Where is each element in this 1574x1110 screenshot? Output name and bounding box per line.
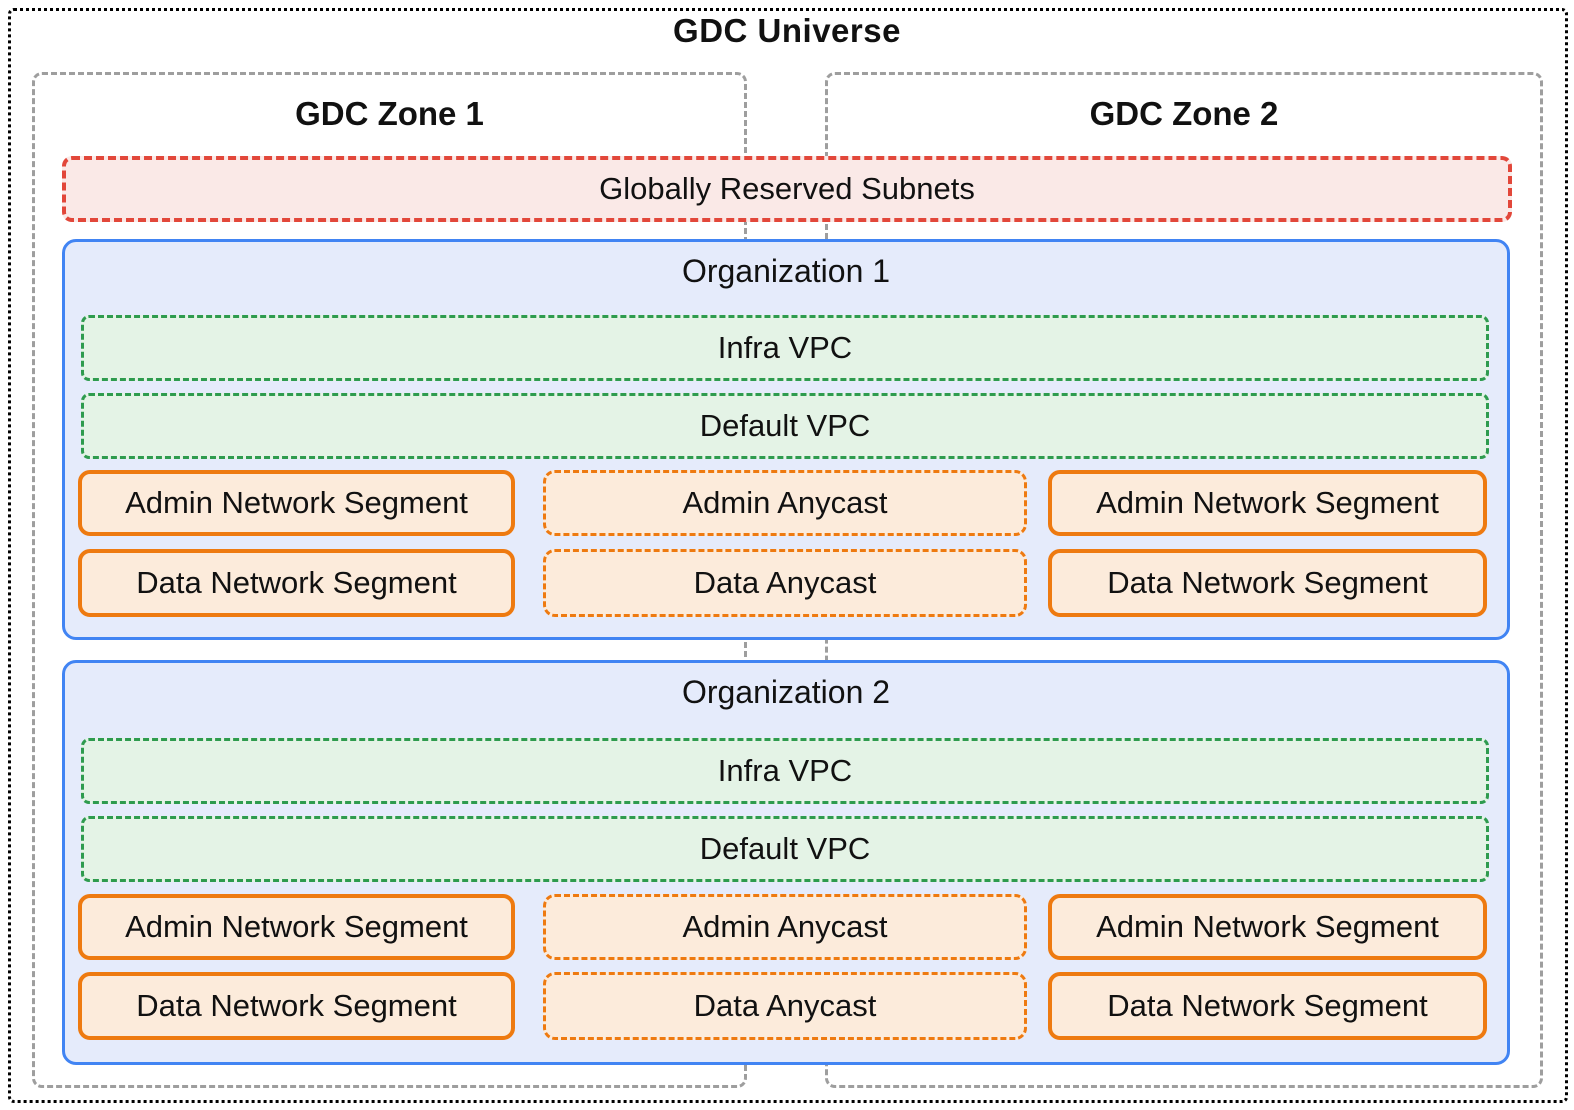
globally-reserved-subnets-label: Globally Reserved Subnets (599, 171, 975, 206)
org2-zone2-admin-network-segment-box: Admin Network Segment (1048, 894, 1487, 960)
organization-1-container: Organization 1 Infra VPC Default VPC Adm… (62, 239, 1510, 640)
org1-admin-anycast-label: Admin Anycast (682, 485, 888, 520)
org2-data-anycast-box: Data Anycast (543, 972, 1027, 1040)
organization-2-container: Organization 2 Infra VPC Default VPC Adm… (62, 660, 1510, 1065)
zone-1-label: GDC Zone 1 (295, 95, 484, 132)
org2-zone1-data-network-segment-box: Data Network Segment (78, 972, 515, 1040)
org1-zone2-data-network-segment-label: Data Network Segment (1107, 565, 1428, 600)
org2-admin-anycast-box: Admin Anycast (543, 894, 1027, 960)
org1-admin-anycast-box: Admin Anycast (543, 470, 1027, 536)
org1-zone2-admin-network-segment-label: Admin Network Segment (1096, 485, 1439, 520)
org1-infra-vpc-box: Infra VPC (81, 315, 1489, 381)
org1-zone2-admin-network-segment-box: Admin Network Segment (1048, 470, 1487, 536)
org1-zone2-data-network-segment-box: Data Network Segment (1048, 549, 1487, 617)
org1-zone1-data-network-segment-label: Data Network Segment (136, 565, 457, 600)
org1-zone1-admin-network-segment-box: Admin Network Segment (78, 470, 515, 536)
org1-zone1-data-network-segment-box: Data Network Segment (78, 549, 515, 617)
org2-default-vpc-box: Default VPC (81, 816, 1489, 882)
org2-default-vpc-label: Default VPC (699, 831, 871, 866)
org1-data-anycast-label: Data Anycast (693, 565, 877, 600)
organization-1-title: Organization 1 (681, 253, 891, 289)
org1-default-vpc-label: Default VPC (699, 408, 871, 443)
org1-data-anycast-box: Data Anycast (543, 549, 1027, 617)
globally-reserved-subnets-box: Globally Reserved Subnets (62, 156, 1512, 222)
org1-infra-vpc-label: Infra VPC (717, 330, 853, 365)
org2-zone1-data-network-segment-label: Data Network Segment (136, 988, 457, 1023)
org2-infra-vpc-label: Infra VPC (717, 753, 853, 788)
zone-2-label: GDC Zone 2 (1089, 95, 1279, 132)
org2-zone2-data-network-segment-label: Data Network Segment (1107, 988, 1428, 1023)
org2-admin-anycast-label: Admin Anycast (682, 909, 888, 944)
org2-zone1-admin-network-segment-label: Admin Network Segment (125, 909, 468, 944)
universe-container (8, 8, 1568, 1103)
org1-default-vpc-box: Default VPC (81, 393, 1489, 459)
org2-zone2-admin-network-segment-label: Admin Network Segment (1096, 909, 1439, 944)
org2-zone2-data-network-segment-box: Data Network Segment (1048, 972, 1487, 1040)
universe-title: GDC Universe (673, 12, 901, 49)
org1-zone1-admin-network-segment-label: Admin Network Segment (125, 485, 468, 520)
organization-2-title: Organization 2 (681, 674, 891, 710)
org2-zone1-admin-network-segment-box: Admin Network Segment (78, 894, 515, 960)
org2-data-anycast-label: Data Anycast (693, 988, 877, 1023)
org2-infra-vpc-box: Infra VPC (81, 738, 1489, 804)
